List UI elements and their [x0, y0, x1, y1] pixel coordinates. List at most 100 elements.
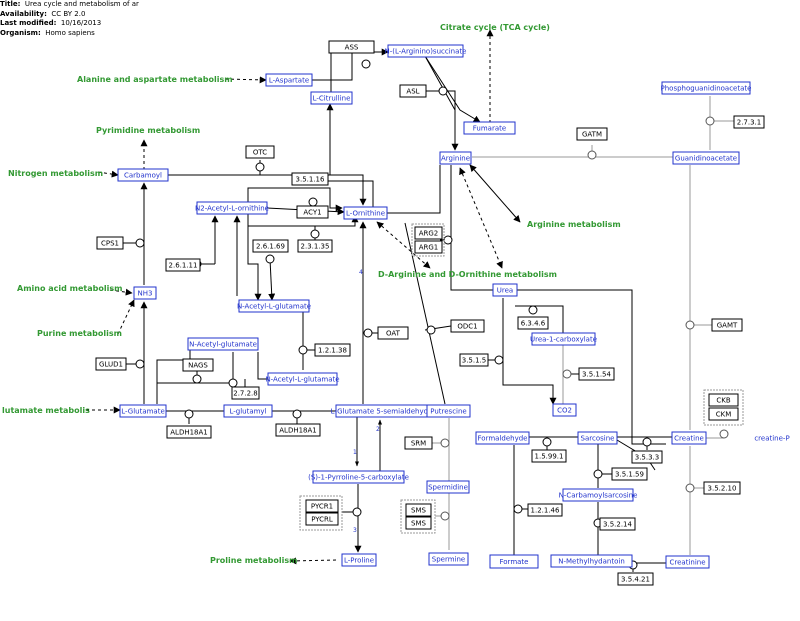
sms-group [400, 499, 436, 534]
enzyme-1-2-1-46[interactable]: 1.2.1.46 [527, 503, 563, 517]
label: CO2 [557, 407, 572, 415]
metabolite-n-acetyl-l-glutamate-1[interactable]: N-Acetyl-L-glutamate [237, 299, 311, 313]
enzyme-3-5-4-21[interactable]: 3.5.4.21 [617, 572, 654, 586]
enzyme-pycr1[interactable]: PYCR1 [305, 499, 339, 513]
metabolite-n2-acetyl-l-ornithine[interactable]: N2-Acetyl-L-ornithine [195, 201, 269, 215]
enzyme-pycrl[interactable]: PYCRL [305, 512, 339, 526]
enzyme-aldh18a1-2[interactable]: ALDH18A1 [275, 423, 321, 437]
enzyme-1-2-1-38[interactable]: 1.2.1.38 [314, 343, 351, 357]
availability-row: Availability: CC BY 2.0 [0, 10, 300, 20]
metabolite-creatine[interactable]: Creatine [671, 431, 707, 445]
enzyme-ass[interactable]: ASS [328, 40, 375, 54]
metabolite-l-aspartate[interactable]: L-Aspartate [265, 73, 313, 87]
metabolite-sarcosine[interactable]: Sarcosine [577, 431, 618, 445]
enzyme-sms-2[interactable]: SMS [405, 516, 432, 530]
pathway-arginine[interactable]: Arginine metabolism [527, 220, 621, 229]
enzyme-asl[interactable]: ASL [399, 84, 427, 98]
metabolite-fumarate[interactable]: Fumarate [463, 121, 516, 135]
metabolite-l-citrulline[interactable]: L-Citrulline [310, 91, 353, 105]
enzyme-1-5-99-1[interactable]: 1.5.99.1 [531, 449, 567, 463]
metabolite-formate[interactable]: Formate [489, 554, 539, 569]
enzyme-gamt[interactable]: GAMT [711, 318, 743, 332]
metabolite-urea[interactable]: Urea [492, 283, 518, 297]
metabolite-spermidine[interactable]: Spermidine [426, 480, 470, 494]
pathway-citrate-cycle[interactable]: Citrate cycle (TCA cycle) [440, 23, 550, 32]
metabolite-phosphoguanidinoacetate[interactable]: Phosphoguanidinoacetate [661, 81, 752, 95]
enzyme-acy1[interactable]: ACY1 [296, 205, 329, 219]
step-number-4: 4 [359, 269, 363, 276]
metabolite-n-acetyl-glutamate[interactable]: N-Acetyl-glutamate [187, 337, 259, 351]
enzyme-3-5-1-5[interactable]: 3.5.1.5 [459, 353, 489, 367]
enzyme-nags[interactable]: NAGS [182, 358, 214, 372]
metabolite-creatine-p[interactable]: creatine-P [750, 431, 794, 445]
metabolite-argininosuccinate[interactable]: N-(L-Arginino)succinate [385, 44, 467, 58]
metabolite-carbamoyl[interactable]: Carbamoyl [117, 168, 169, 182]
metabolite-n-acetyl-l-glutamate-2[interactable]: N-Acetyl-L-glutamate [265, 372, 340, 386]
enzyme-3-5-2-10[interactable]: 3.5.2.10 [703, 481, 741, 495]
metabolite-l-proline[interactable]: L-Proline [341, 553, 377, 567]
enzyme-3-5-2-14[interactable]: 3.5.2.14 [599, 517, 636, 531]
metabolite-co2[interactable]: CO2 [552, 403, 577, 417]
enzyme-6-3-4-6[interactable]: 6.3.4.6 [517, 316, 549, 330]
enzyme-cps1[interactable]: CPS1 [96, 236, 124, 250]
label: Urea-1-carboxylate [530, 336, 597, 344]
gene-groups [299, 223, 744, 534]
enzyme-3-5-1-54[interactable]: 3.5.1.54 [578, 367, 615, 381]
arg-group [411, 223, 445, 257]
metabolite-putrescine[interactable]: Putrescine [426, 404, 471, 418]
enzyme-2-6-1-11[interactable]: 2.6.1.11 [165, 258, 201, 272]
label: L-Aspartate [269, 77, 309, 85]
label: N-(L-Arginino)succinate [385, 48, 467, 56]
enzyme-arg1[interactable]: ARG1 [414, 240, 443, 254]
enzyme-oat[interactable]: OAT [377, 326, 409, 340]
metabolite-l-glutamate[interactable]: L-Glutamate [119, 404, 167, 418]
enzyme-nodes: ASS ASL GATM 2.7.3.1 OTC 3.5.1.16 ACY1 C… [95, 40, 765, 586]
enzyme-2-6-1-69[interactable]: 2.6.1.69 [252, 239, 289, 253]
metabolite-creatinine[interactable]: Creatinine [665, 555, 710, 569]
enzyme-gatm[interactable]: GATM [576, 127, 608, 141]
label: CKB [716, 397, 730, 405]
metabolite-pyrroline-5-carboxylate[interactable]: (S)-1-Pyrroline-5-carboxylate [308, 470, 409, 484]
enzyme-arg2[interactable]: ARG2 [414, 226, 443, 240]
metabolite-guanidinoacetate[interactable]: Guanidinoacetate [672, 151, 740, 165]
title-label: Title: [0, 0, 21, 8]
enzyme-2-3-1-35[interactable]: 2.3.1.35 [297, 239, 333, 253]
enzyme-sms-1[interactable]: SMS [405, 503, 432, 517]
metabolite-formaldehyde[interactable]: Formaldehyde [475, 431, 530, 445]
ck-group [703, 389, 744, 426]
enzyme-aldh18a1-1[interactable]: ALDH18A1 [166, 425, 212, 439]
metabolite-l-ornithine[interactable]: L-Ornithine [343, 206, 388, 220]
enzyme-3-5-3-3[interactable]: 3.5.3.3 [631, 450, 663, 464]
pathway-purine[interactable]: Purine metabolism [37, 329, 122, 338]
label: creatine-P [754, 435, 789, 443]
enzyme-otc[interactable]: OTC [245, 145, 275, 159]
pathway-proline[interactable]: Proline metabolism [210, 556, 297, 565]
enzyme-ckb[interactable]: CKB [708, 393, 739, 407]
metabolite-nh3[interactable]: NH3 [133, 286, 157, 300]
metabolite-n-carbamoylsarcosine[interactable]: N-Carbamoylsarcosine [559, 488, 638, 502]
pathway-d-arginine-ornithine[interactable]: D-Arginine and D-Ornithine metabolism [378, 270, 557, 279]
enzyme-3-5-1-16[interactable]: 3.5.1.16 [291, 172, 329, 186]
metabolite-l-glutamate-5-semialdehyde[interactable]: L-Glutamate 5-semialdehyde [331, 404, 433, 418]
label: 2.7.2.8 [233, 390, 258, 398]
label: ASL [406, 88, 419, 96]
metabolite-n-methylhydantoin[interactable]: N-Methylhydantoin [550, 554, 633, 568]
pathway-amino-acid[interactable]: Amino acid metabolism [17, 284, 122, 293]
pathway-alanine-aspartate[interactable]: Alanine and aspartate metabolism [77, 75, 233, 84]
enzyme-ckm[interactable]: CKM [708, 407, 739, 421]
enzyme-2-7-2-8[interactable]: 2.7.2.8 [231, 386, 260, 400]
enzyme-2-7-3-1[interactable]: 2.7.3.1 [733, 115, 765, 129]
metabolite-spermine[interactable]: Spermine [428, 552, 469, 566]
enzyme-srm[interactable]: SRM [404, 436, 433, 450]
enzyme-glud1[interactable]: GLUD1 [95, 357, 127, 371]
pathway-glutamate[interactable]: lutamate metabolis [2, 406, 90, 415]
label: L-Glutamate 5-semialdehyde [331, 408, 433, 416]
pathway-nitrogen[interactable]: Nitrogen metabolism [8, 169, 103, 178]
enzyme-odc1[interactable]: ODC1 [450, 319, 485, 333]
metabolite-arginine[interactable]: Arginine [439, 151, 472, 165]
metabolite-urea-1-carboxylate[interactable]: Urea-1-carboxylate [530, 332, 597, 346]
label: OAT [386, 330, 401, 338]
pathway-pyrimidine[interactable]: Pyrimidine metabolism [96, 126, 200, 135]
enzyme-3-5-1-59[interactable]: 3.5.1.59 [611, 467, 648, 481]
metabolite-l-glutamyl[interactable]: L-glutamyl [223, 404, 273, 418]
